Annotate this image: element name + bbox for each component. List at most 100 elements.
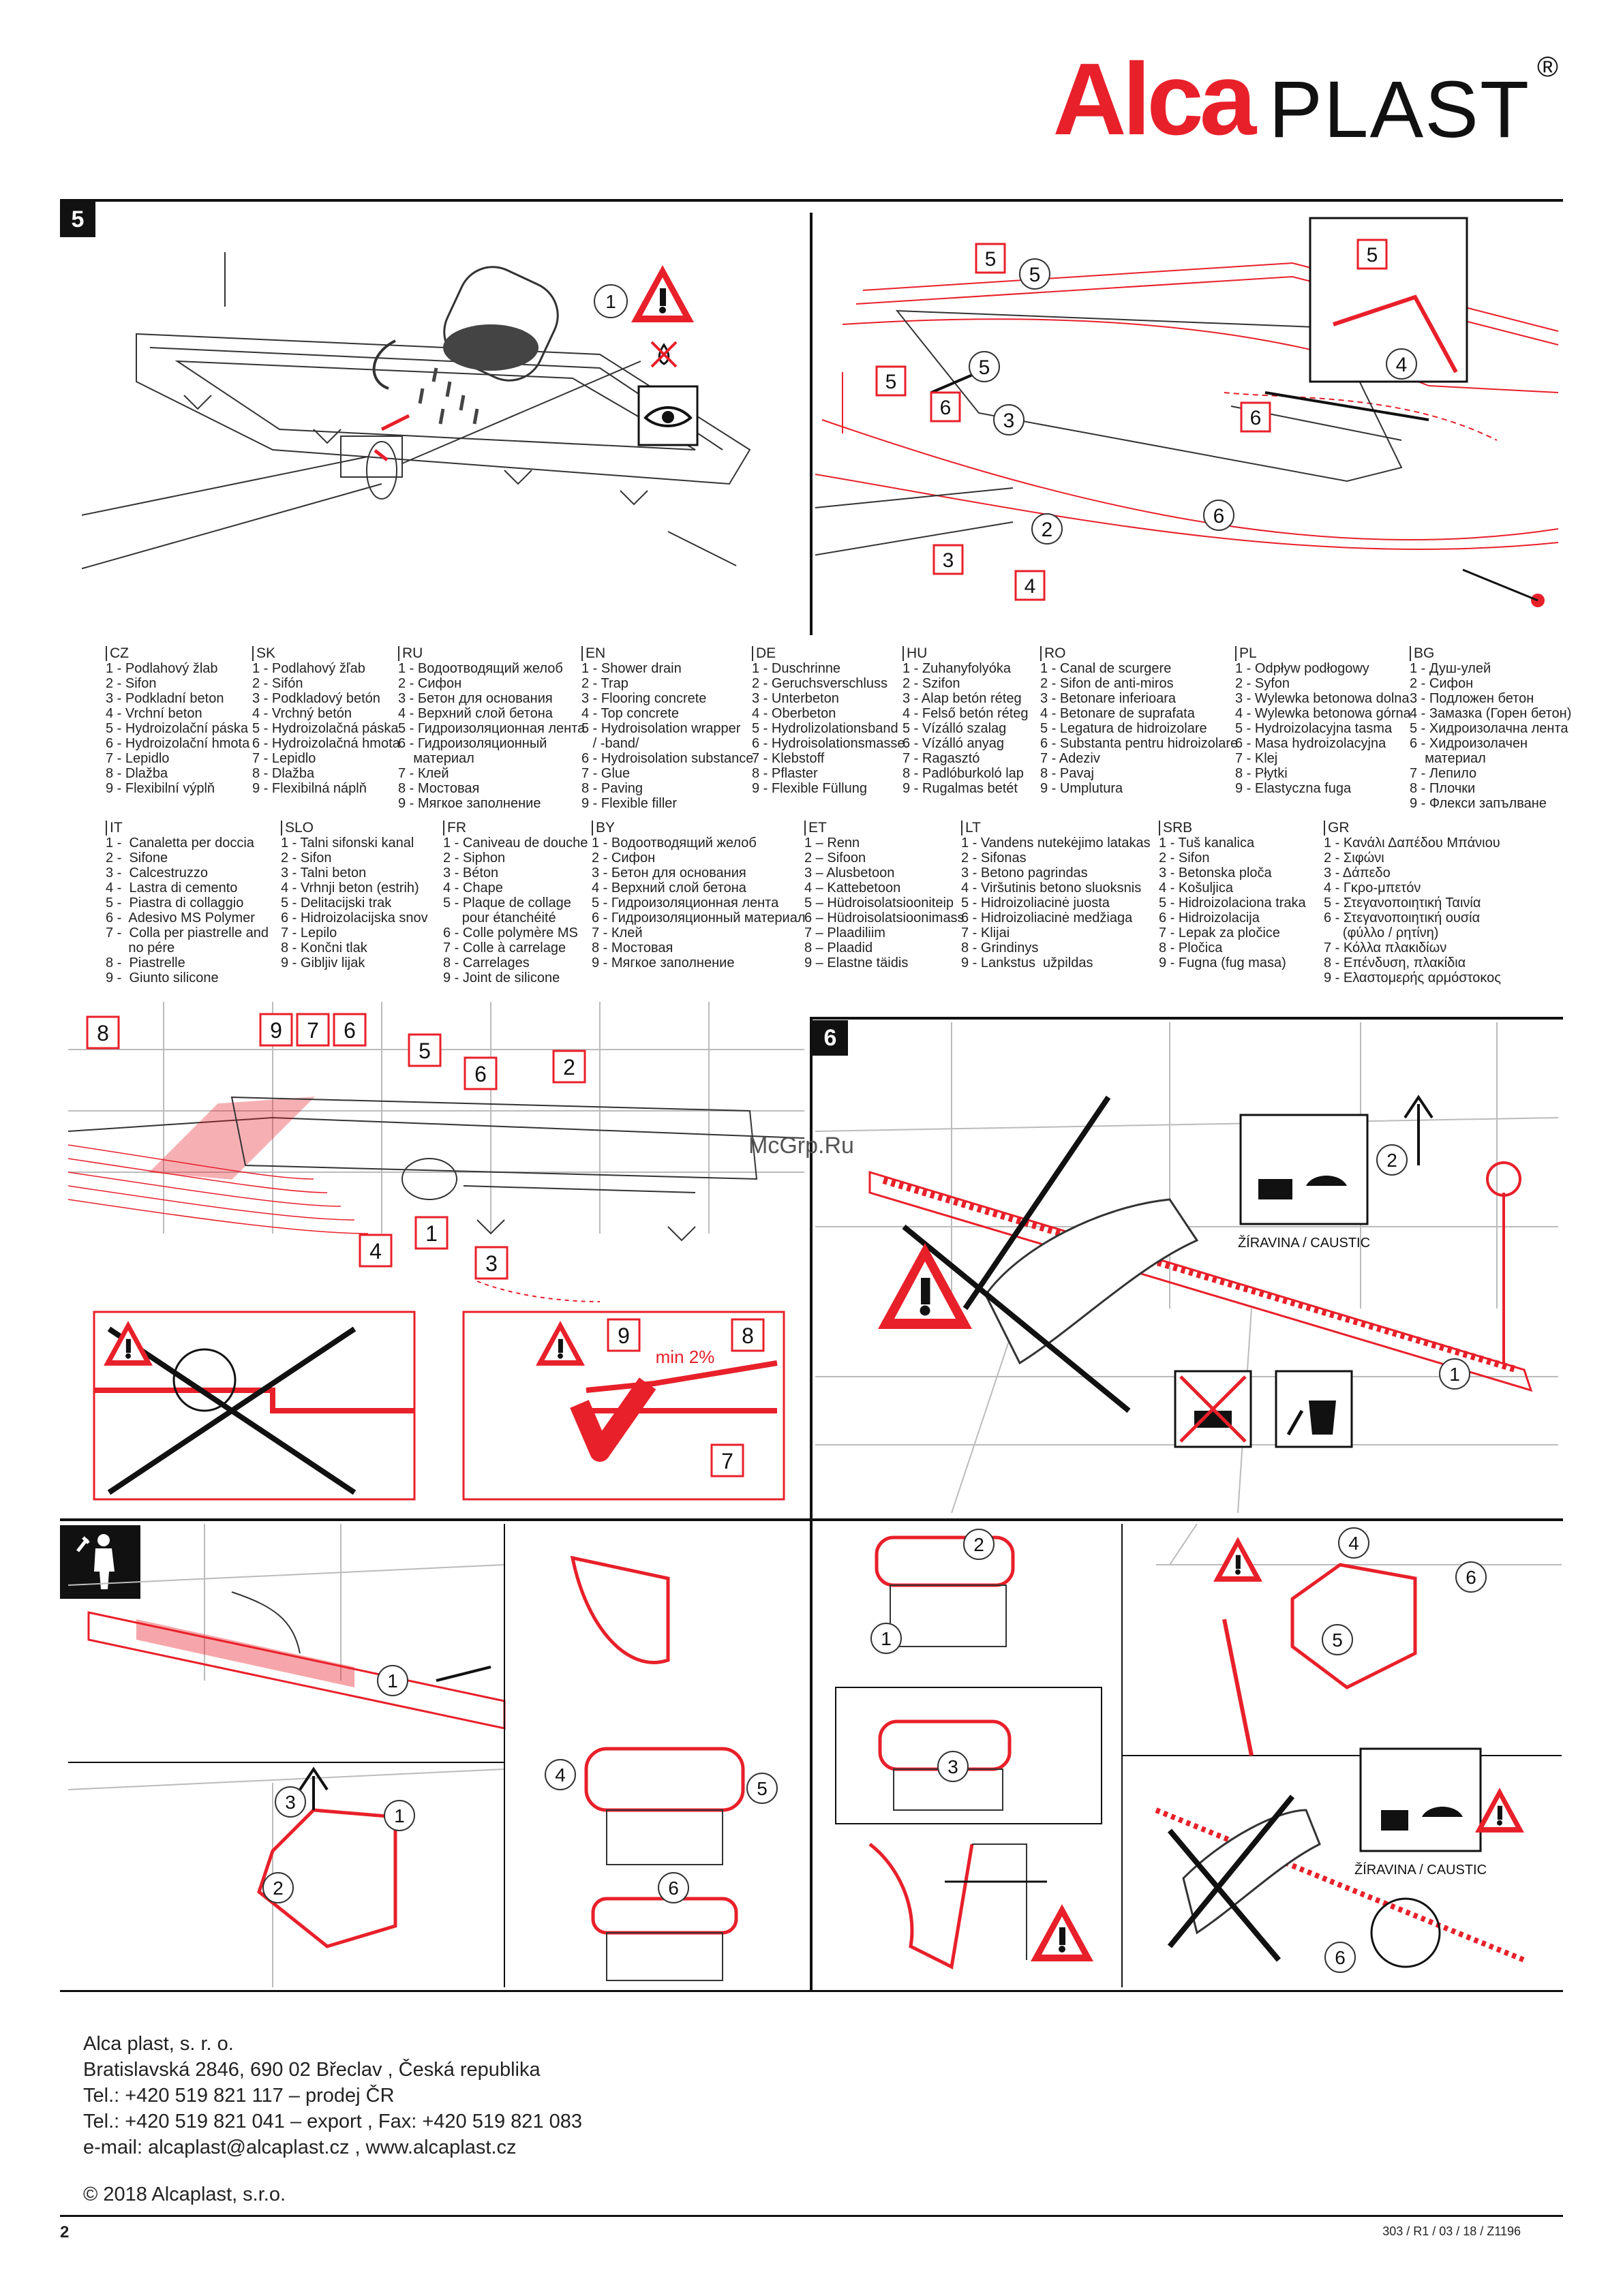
legend-language-code: BY (592, 821, 806, 836)
ml-label-7b: 7 (721, 1449, 733, 1473)
waterproofing-illustration (815, 262, 1559, 607)
legend-item: 1 - Κανάλι Δαπέδου Μπάνιου (1324, 836, 1500, 851)
legend-item: 8 - Мостовая (398, 781, 480, 796)
page-number: 2 (60, 2223, 70, 2241)
legend-item: 4 - Top concrete (581, 706, 680, 721)
legend-item: 3 - Calcestruzzo (106, 866, 209, 881)
legend-item: 7 - Glue (581, 766, 631, 781)
legend-item: 4 - Vrchní beton (106, 706, 202, 721)
legend-item: 8 - Płytki (1235, 766, 1288, 781)
legend-item: 2 - Geruchsverschluss (752, 676, 888, 691)
tr-label-4a: 4 (1025, 575, 1036, 598)
legend-item: 4 - Betonare de suprafata (1040, 706, 1195, 721)
br-caustic-label: ŽÍRAVINA / CAUSTIC (1354, 1862, 1487, 1878)
legend-item: 6 - Vízálló anyag (902, 736, 1004, 751)
legend-item: 7 - Klijai (961, 925, 1010, 940)
warning-triangle-icon (1475, 1788, 1524, 1833)
tr-label-3a: 3 (1003, 410, 1015, 432)
legend-item: 7 - Ragasztó (902, 751, 980, 766)
warning-triangle-icon (1213, 1537, 1262, 1582)
tr-inset-label-4: 4 (1396, 354, 1408, 376)
legend-item: 1 - Vandens nutekėjimo latakas (961, 836, 1151, 851)
copyright: © 2018 Alcaplast, s.r.o. (83, 2184, 286, 2205)
legend-item: 8 - Плочки (1410, 781, 1476, 796)
legend-item: 3 - Alap betón réteg (902, 691, 1022, 706)
legend-item: 1 - Talni sifonski kanal (281, 836, 414, 851)
ml-label-3: 3 (485, 1251, 498, 1276)
legend-item: 6 - Гидроизоляционный (398, 736, 547, 751)
legend-item: 1 - Caniveau de douche (443, 836, 588, 851)
legend-item: 8 - Dlažba (252, 766, 315, 781)
bl-label-3: 3 (285, 1792, 296, 1813)
no-brush-icon (1174, 1370, 1252, 1448)
company-tel-export: Tel.: +420 519 821 041 – export , Fax: +… (83, 2111, 583, 2132)
legend-item: 5 - Hydroizolacyjna tasma (1235, 721, 1393, 736)
legend-item: 9 - Flexible filler (581, 796, 678, 811)
legend-item: 5 - Piastra di collaggio (106, 896, 244, 910)
legend-item: 5 - Plaque de collage (443, 896, 571, 910)
tr-label-6b: 6 (1250, 407, 1262, 429)
company-tel-sales: Tel.: +420 519 821 117 – prodej ČR (83, 2085, 395, 2107)
legend-language-code: SLO (281, 821, 428, 836)
legend-item: 9 - Giunto silicone (106, 970, 219, 985)
legend-item: 9 - Umplutura (1040, 781, 1123, 796)
legend-item: 4 - Верхний слой бетона (398, 706, 553, 721)
br-label-3: 3 (947, 1756, 958, 1777)
ml-label-6b: 6 (474, 1062, 487, 1086)
legend-item: 7 - Colle à carrelage (443, 940, 566, 955)
legend-item: 6 - Гидроизоляционный материал (592, 910, 806, 925)
mr-label-1: 1 (1449, 1364, 1460, 1385)
legend-item: 8 - Padlóburkoló lap (902, 766, 1024, 781)
legend-language-code: LT (961, 821, 1151, 836)
ml-label-8b: 8 (742, 1323, 754, 1348)
legend-item: 3 - Бетон для основания (592, 866, 746, 881)
legend-item: 7 – Plaadiliim (804, 925, 885, 940)
legend-item: 9 - Флекси запълване (1410, 796, 1547, 811)
legend-item: 3 – Alusbetoon (804, 866, 895, 881)
legend-item: 3 - Бетон для основания (398, 691, 553, 706)
legend-item: 9 – Elastne täidis (804, 955, 909, 970)
brand-logo-alca: Alca (1052, 42, 1256, 156)
legend-item: 2 - Sifonas (961, 851, 1027, 866)
legend-item: 9 - Мягкое заполнение (592, 955, 735, 970)
legend-language-code: DE (752, 646, 905, 661)
legend-item: 4 - Oberbeton (752, 706, 836, 721)
legend-item: 6 - Hydroisolation substance (581, 751, 754, 766)
legend-item: 1 - Zuhanyfolyóka (902, 661, 1011, 676)
legend-item: 8 - Επένδυση, πλακίδια (1324, 955, 1466, 970)
warning-triangle-icon (878, 1243, 972, 1329)
mid-rule-right (810, 1017, 1563, 1020)
br-label-6b: 6 (1335, 1947, 1346, 1968)
mr-caustic-label: ŽÍRAVINA / CAUSTIC (1238, 1235, 1370, 1251)
legend-item: 4 - Košuljica (1159, 881, 1233, 896)
legend-item: 8 - Dlažba (106, 766, 168, 781)
legend-item: 1 - Shower drain (581, 661, 682, 676)
bl-label-2: 2 (273, 1878, 284, 1899)
legend-item: no pére (106, 940, 175, 955)
mid-left-callouts: 8 9 7 6 5 6 2 4 1 3 9 min 2% 8 7 (86, 1013, 765, 1478)
legend-item: 5 - Хидроизолачна лента (1410, 721, 1568, 736)
legend-item: 4 - Верхний слой бетона (592, 881, 746, 896)
legend-item: 3 - Betonska ploča (1159, 866, 1272, 881)
legend-item: 3 - Подложен бетон (1410, 691, 1534, 706)
legend-item: 4 - Vrchný betón (252, 706, 352, 721)
legend-language-code: CZ (106, 646, 249, 661)
legend-item: (φύλλο / ρητίνη) (1324, 925, 1439, 940)
legend-item: 6 - Hidroizolacija (1159, 910, 1260, 925)
legend-item: 6 - Hidroizoliacinė medžiaga (961, 910, 1133, 925)
legend-item: 5 - Hydroisolation wrapper (581, 721, 741, 736)
ml-label-4: 4 (369, 1239, 382, 1264)
warning-triangle-icon (536, 1321, 585, 1366)
ml-slope-label: min 2% (656, 1347, 715, 1367)
legend-item: 7 - Lepak za pločice (1159, 925, 1280, 940)
top-left-callout-1: 1 (605, 291, 616, 312)
